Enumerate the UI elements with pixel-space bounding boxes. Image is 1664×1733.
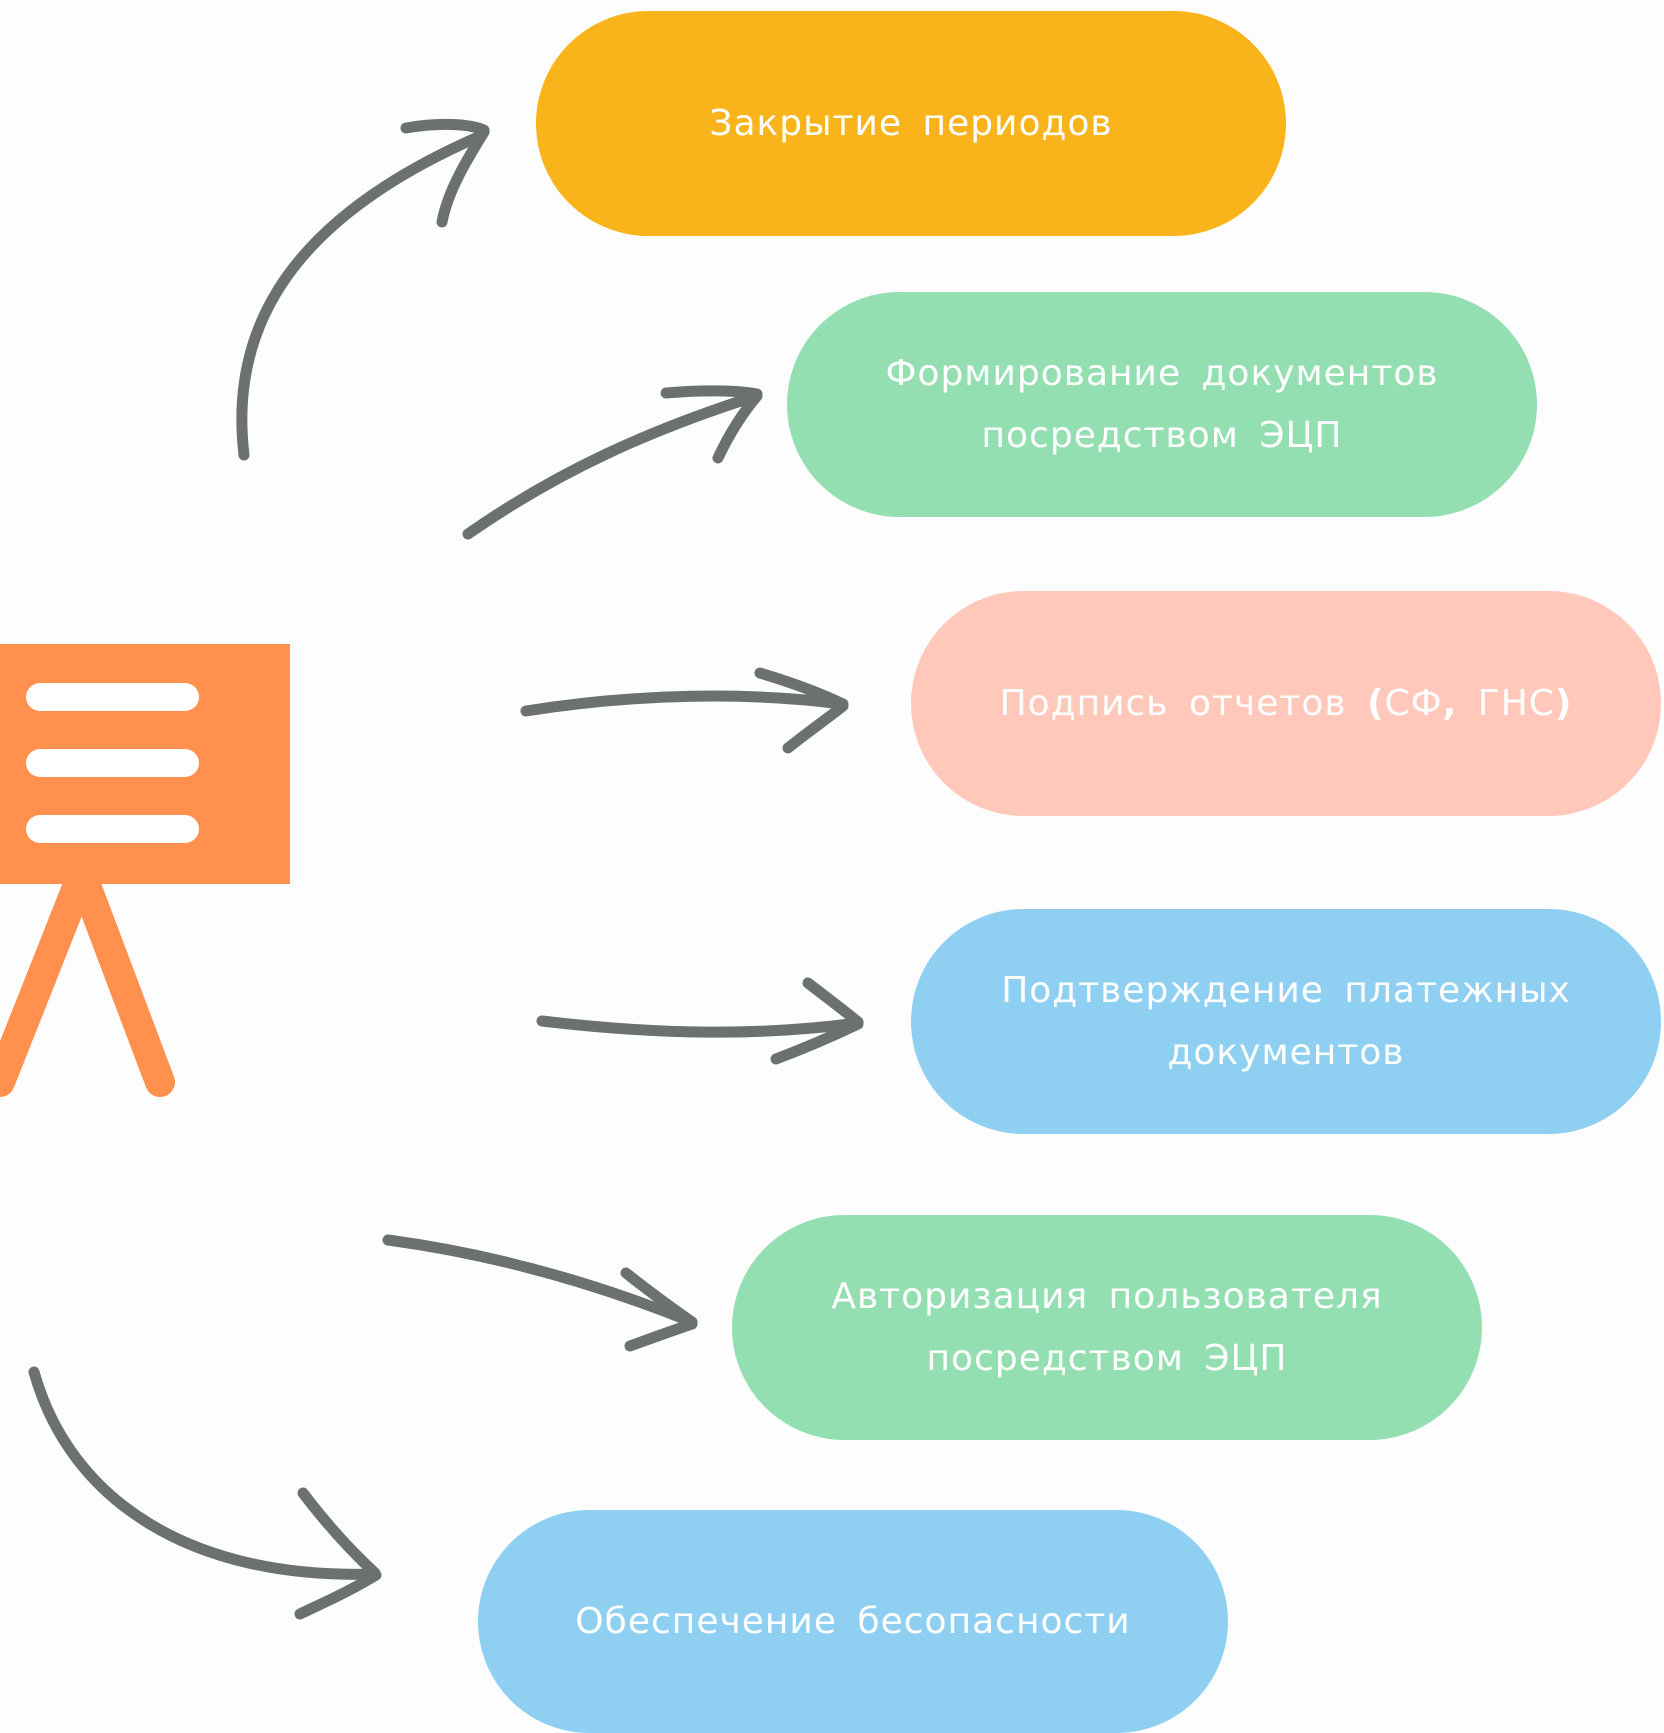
node-document-forming-line-1: Формирование документов	[885, 352, 1439, 394]
node-report-signing: Подпись отчетов (СФ, ГНС)	[911, 591, 1661, 816]
arrow-to-security	[28, 1366, 382, 1620]
node-document-forming-line-2: посредством ЭЦП	[981, 414, 1343, 456]
node-security-label: Обеспечение бесопасности	[575, 1600, 1131, 1642]
node-report-signing-paren-open: (	[1367, 682, 1385, 724]
presentation-board-icon	[0, 644, 290, 1097]
arrow-to-payment-confirmation	[536, 977, 864, 1065]
arrow-to-document-forming	[462, 385, 763, 540]
node-report-signing-comma: ,	[1442, 682, 1458, 724]
node-security: Обеспечение бесопасности	[478, 1510, 1228, 1733]
node-report-signing-text: Подпись отчетов	[999, 682, 1368, 724]
node-report-signing-sf: СФ	[1384, 682, 1443, 724]
node-report-signing-paren-close: )	[1554, 682, 1573, 724]
node-document-forming: Формирование документов посредством ЭЦП	[787, 292, 1537, 517]
easel-right-leg	[67, 860, 175, 1097]
node-user-authorization: Авторизация пользователя посредством ЭЦП	[732, 1215, 1482, 1440]
node-payment-confirmation-line-2: документов	[1167, 1031, 1405, 1073]
node-user-authorization-line-2: посредством ЭЦП	[926, 1337, 1288, 1379]
node-closing-periods-label: Закрытие периодов	[709, 102, 1113, 144]
easel-left-leg	[0, 860, 97, 1097]
node-payment-confirmation: Подтверждение платежных документов	[911, 909, 1661, 1134]
arrow-to-user-authorization	[382, 1234, 698, 1352]
node-report-signing-gns: ГНС	[1457, 682, 1555, 724]
arrow-to-closing-periods	[236, 118, 490, 461]
arrow-to-report-signing	[520, 667, 849, 754]
node-closing-periods: Закрытие периодов	[536, 11, 1286, 236]
node-user-authorization-line-1: Авторизация пользователя	[831, 1275, 1383, 1317]
node-payment-confirmation-line-1: Подтверждение платежных	[1001, 969, 1571, 1011]
